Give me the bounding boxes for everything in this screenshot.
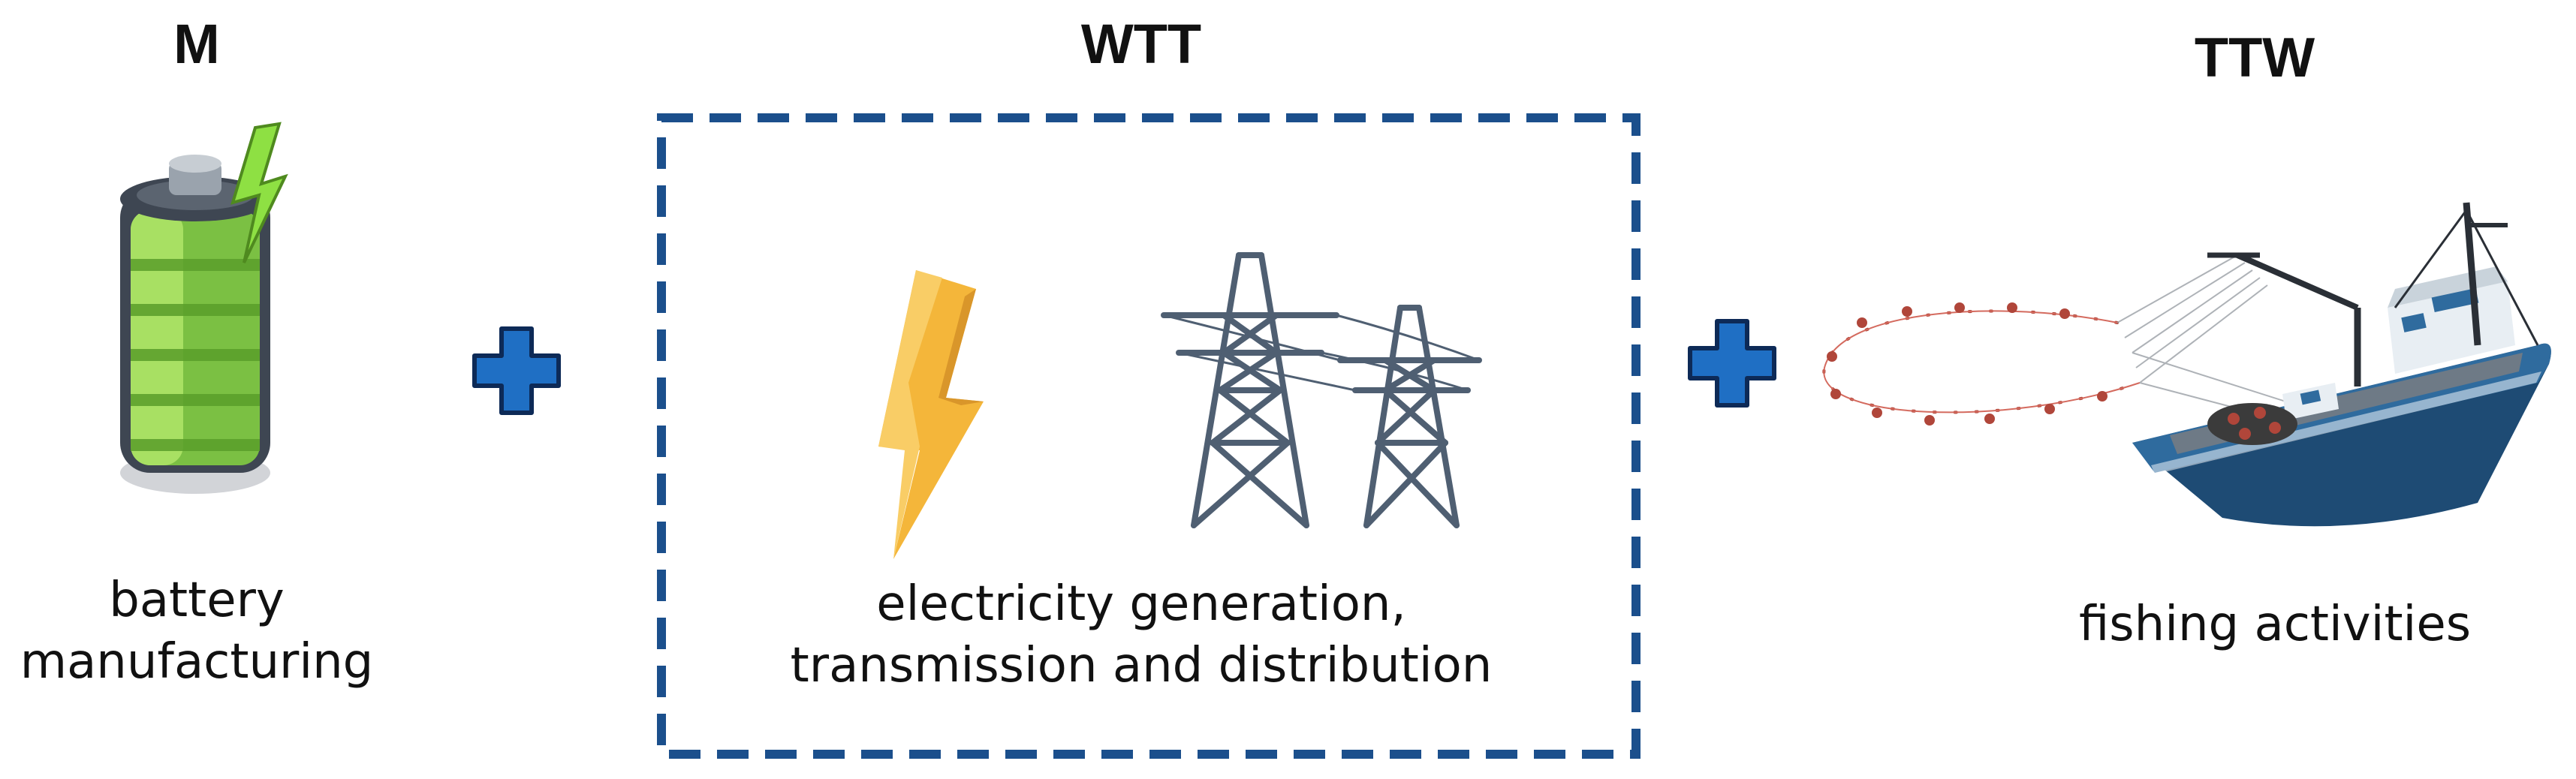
wtt-boundary-box <box>656 113 1641 759</box>
caption-line: manufacturing <box>20 633 374 690</box>
plus-icon <box>472 326 562 420</box>
stage-title-wtt: WTT <box>1080 13 1202 75</box>
stage-title-m: M <box>173 13 220 75</box>
battery-icon <box>105 120 300 514</box>
lightning-bolt-icon <box>863 270 991 567</box>
caption-line: electricity generation, <box>876 576 1406 632</box>
caption-line: battery <box>109 573 285 628</box>
caption-line: transmission and distribution <box>790 637 1493 693</box>
power-pylon-icon <box>1149 248 1502 537</box>
caption-battery-manufacturing: battery manufacturing <box>20 570 374 693</box>
fishing-boat-icon <box>1817 195 2568 552</box>
stage-title-ttw: TTW <box>2194 26 2315 89</box>
caption-line: fishing activities <box>2078 597 2472 652</box>
plus-icon <box>1687 318 1777 412</box>
caption-fishing-activities: fishing activities <box>2079 594 2471 656</box>
caption-electricity: electricity generation, transmission and… <box>791 574 1493 697</box>
